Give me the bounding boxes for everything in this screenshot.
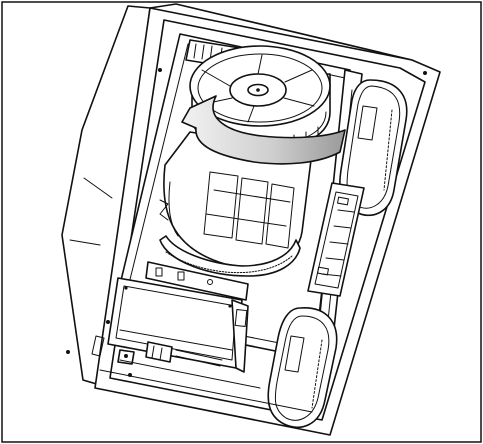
blower-housing: [159, 131, 313, 277]
control-box: [107, 277, 249, 373]
side-vent-louvers: [307, 182, 365, 297]
control-box-bracket: [145, 261, 249, 301]
fan-top-plate: [189, 45, 331, 127]
rotation-arrow: [181, 95, 346, 165]
bottom-rail: [91, 335, 313, 413]
terminal-block: [117, 341, 223, 367]
filter-pad-bottom: [267, 307, 338, 428]
